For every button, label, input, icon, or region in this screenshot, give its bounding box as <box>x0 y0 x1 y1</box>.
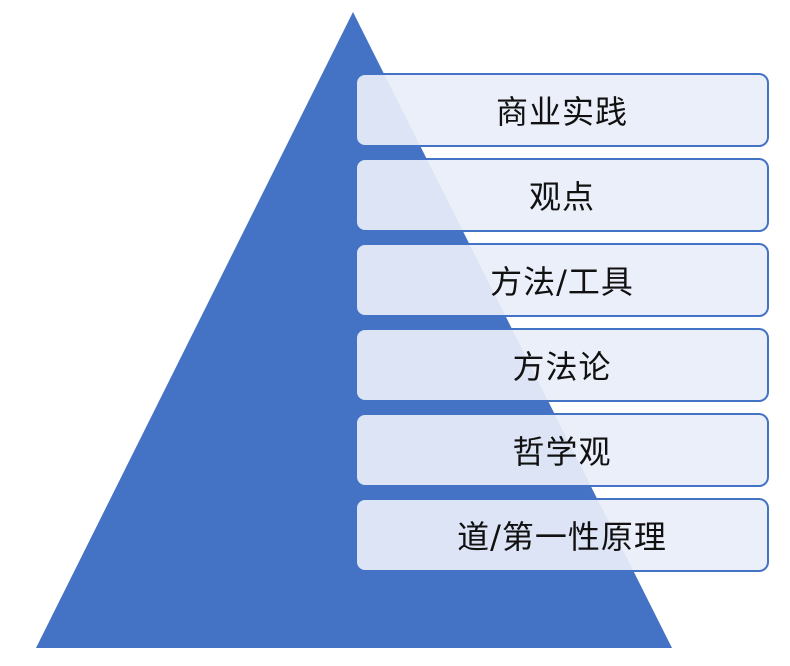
level-label: 道/第一性原理 <box>457 518 667 556</box>
pyramid-level-first-principles: 道/第一性原理 <box>355 498 769 572</box>
pyramid-triangle <box>36 12 672 648</box>
level-label: 商业实践 <box>495 93 628 131</box>
pyramid-level-methodology: 方法论 <box>355 328 769 402</box>
level-label: 方法/工具 <box>490 263 634 301</box>
level-label: 观点 <box>528 178 595 216</box>
pyramid-level-methods-tools: 方法/工具 <box>355 243 769 317</box>
pyramid-level-commercial-practice: 商业实践 <box>355 73 769 147</box>
level-label: 哲学观 <box>512 433 612 471</box>
pyramid-level-philosophy: 哲学观 <box>355 413 769 487</box>
level-label: 方法论 <box>512 348 612 386</box>
pyramid-level-viewpoint: 观点 <box>355 158 769 232</box>
